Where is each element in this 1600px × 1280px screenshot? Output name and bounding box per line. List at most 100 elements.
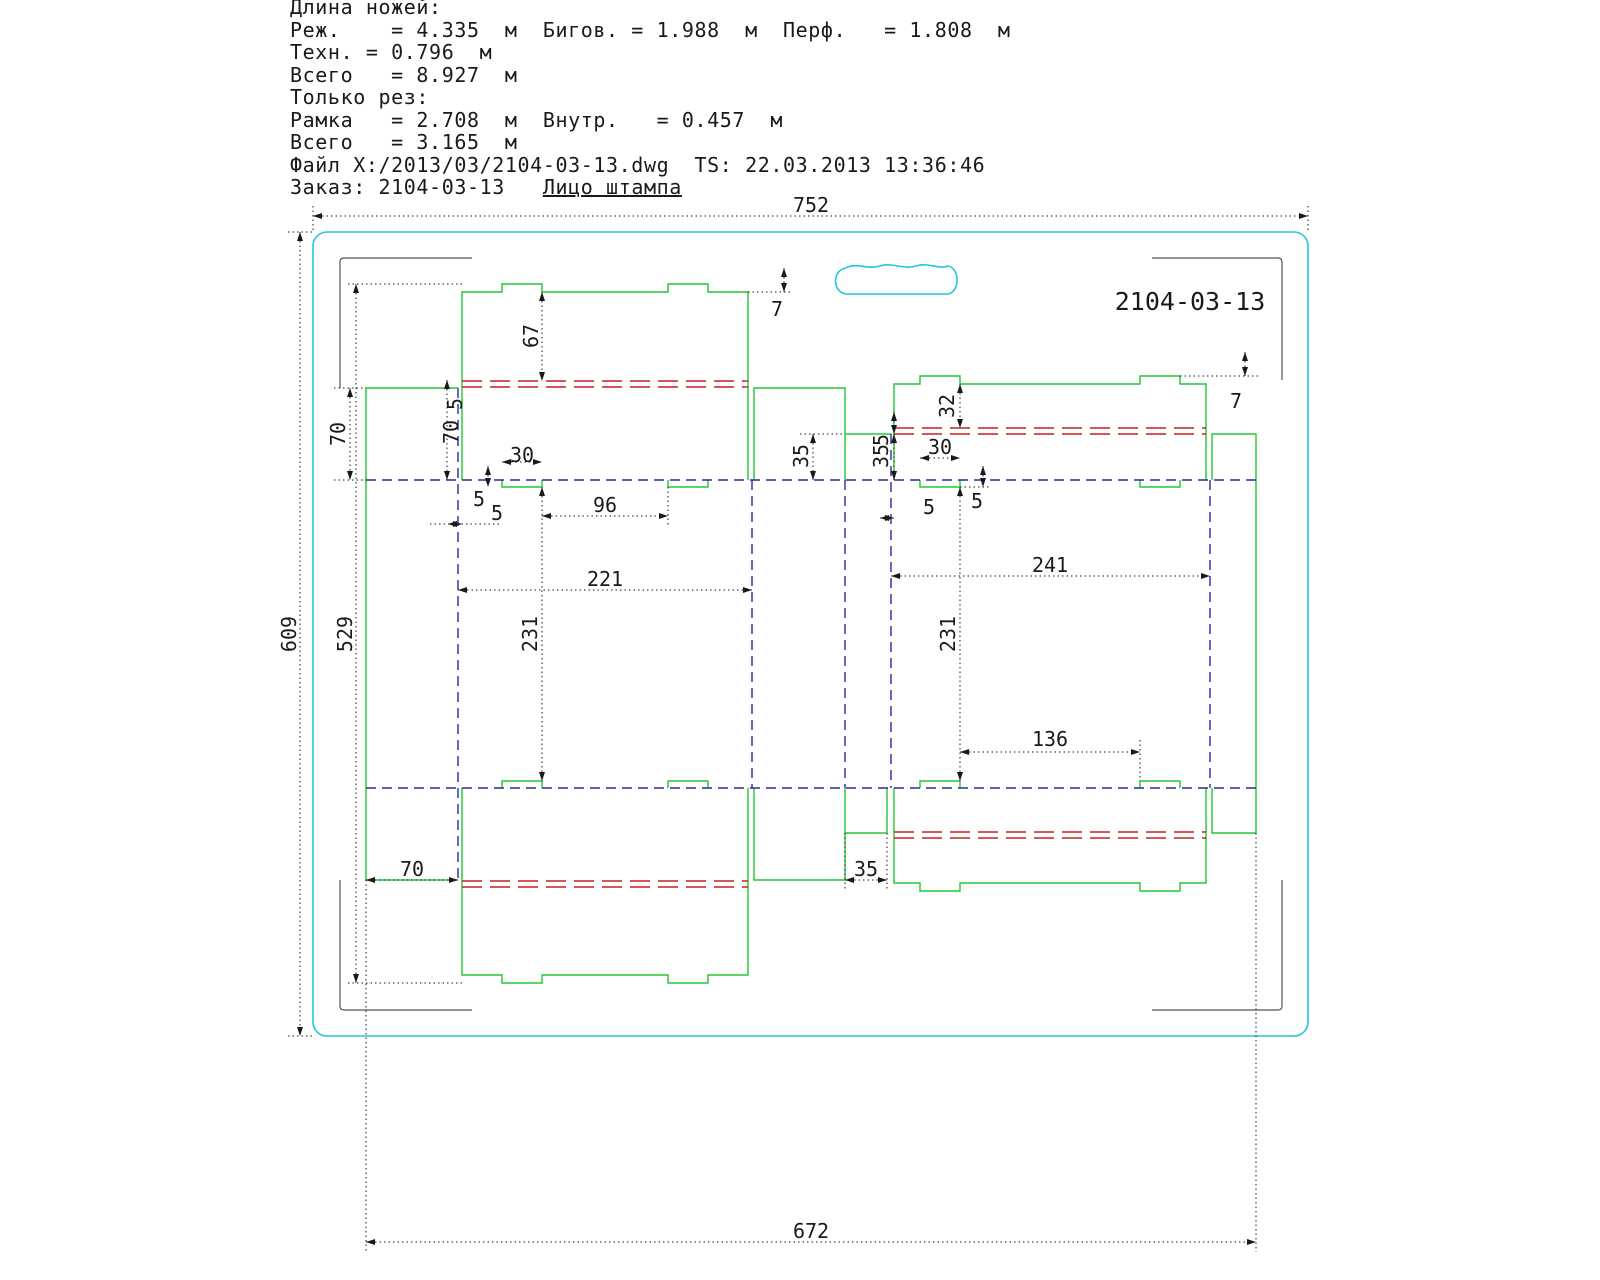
cut-path-2 bbox=[501, 480, 543, 488]
die-frame-outline bbox=[312, 231, 1309, 1037]
dim-tab-136-arrow-right bbox=[1131, 749, 1140, 755]
dim-height-231-right-arrow-top bbox=[957, 487, 963, 496]
dim-panel-221-arrow-left bbox=[458, 587, 467, 593]
dim-right-gap-7-arrow-top bbox=[1242, 352, 1248, 361]
label-right-gap-7: 7 bbox=[1230, 389, 1242, 413]
order-number: 2104-03-13 bbox=[1115, 287, 1266, 316]
label-right-32: 32 bbox=[935, 394, 959, 418]
dim-tab-30-left-arrow-left bbox=[502, 459, 511, 465]
dim-mid-35-top-arrow-top bbox=[810, 434, 816, 443]
dim-panel-221-arrow-right bbox=[743, 587, 752, 593]
dim-left-70-arrow-top bbox=[347, 388, 353, 397]
label-right-35: 35 bbox=[869, 444, 893, 468]
label-tuck-67: 67 bbox=[519, 324, 543, 348]
dim-tab-30-left-arrow-right bbox=[533, 459, 542, 465]
dim-tab-96-arrow-right bbox=[659, 513, 668, 519]
dim-tuck-67-arrow-top bbox=[539, 292, 545, 301]
dim-height-total-arrow-bottom bbox=[297, 1027, 303, 1036]
label-left-70: 70 bbox=[326, 422, 350, 446]
cut-path-11 bbox=[845, 788, 888, 834]
label-panel-241: 241 bbox=[1032, 553, 1068, 577]
dim-right-32-arrow-bottom bbox=[957, 419, 963, 428]
dim-mid-35-bottom-arrow-left bbox=[845, 877, 854, 883]
dim-right-5b-arrow-right bbox=[885, 515, 894, 521]
dim-height-231-left-arrow-top bbox=[539, 487, 545, 496]
cut-path-16 bbox=[919, 780, 961, 788]
cut-path-9 bbox=[667, 780, 709, 788]
label-mid-35-bottom: 35 bbox=[854, 857, 878, 881]
cut-path-15 bbox=[893, 788, 1207, 892]
label-tab-30-right: 30 bbox=[928, 435, 952, 459]
die-frame bbox=[312, 231, 1309, 1037]
dim-right-5a-arrow-bottom bbox=[891, 425, 897, 434]
cut-total-line: Всего = 3.165 м bbox=[290, 130, 518, 154]
cut-path-8 bbox=[501, 780, 543, 788]
frame-inner-line: Рамка = 2.708 м Внутр. = 0.457 м bbox=[290, 107, 783, 132]
cut-crease-perf-line: Реж. = 4.335 м Бигов. = 1.988 м Перф. = … bbox=[290, 17, 1011, 42]
corner-bracket-3 bbox=[339, 880, 472, 1011]
dim-height-total-arrow-top bbox=[297, 232, 303, 241]
dim-top-gap-arrow-bottom bbox=[781, 283, 787, 292]
label-panel-221: 221 bbox=[587, 567, 623, 591]
knife-length-header: Длина ножей: Реж. = 4.335 м Бигов. = 1.9… bbox=[290, 0, 1090, 199]
dim-mid-35-top-arrow-bottom bbox=[810, 471, 816, 480]
label-top-gap: 7 bbox=[771, 297, 783, 321]
cut-path-7 bbox=[461, 788, 749, 984]
dim-small-5a-arrow-bottom bbox=[485, 478, 491, 487]
dimension-lines bbox=[288, 206, 1309, 1252]
order-line: Заказ: 2104-03-13 Лицо штампа bbox=[290, 176, 1090, 199]
label-5-rot: 5 bbox=[443, 398, 467, 410]
label-tab-136: 136 bbox=[1032, 727, 1068, 751]
dim-glue-70-arrow-left bbox=[366, 877, 375, 883]
total-line: Всего = 8.927 м bbox=[290, 62, 518, 87]
label-height-left: 529 bbox=[333, 616, 357, 652]
cut-path-6 bbox=[753, 788, 846, 881]
corner-bracket-4 bbox=[1152, 880, 1283, 1011]
cut-lines bbox=[365, 283, 1257, 984]
dim-right-gap-7-arrow-bottom bbox=[1242, 367, 1248, 376]
dim-height-231-left-arrow-bottom bbox=[539, 772, 545, 781]
cut-path-13 bbox=[919, 480, 961, 488]
cut-path-17 bbox=[1139, 780, 1181, 788]
cut-path-1 bbox=[461, 283, 749, 480]
label-tab-96: 96 bbox=[593, 493, 617, 517]
dim-tab-96-arrow-left bbox=[542, 513, 551, 519]
dim-mid-35-bottom-arrow-right bbox=[878, 877, 887, 883]
die-face-link[interactable]: Лицо штампа bbox=[542, 175, 682, 199]
label-height-231-left: 231 bbox=[518, 616, 542, 652]
handle-slot bbox=[834, 264, 958, 295]
dim-height-left-arrow-bottom bbox=[353, 974, 359, 983]
dim-width-inner-arrow-left bbox=[366, 1239, 375, 1245]
dim-tab-30-right-arrow-right bbox=[951, 455, 960, 461]
label-width-total: 752 bbox=[793, 193, 829, 217]
dim-glue-70-arrow-right bbox=[449, 877, 458, 883]
dim-tab-30-right-arrow-left bbox=[920, 455, 929, 461]
dim-panel-241-arrow-right bbox=[1201, 573, 1210, 579]
label-glue-70: 70 bbox=[400, 857, 424, 881]
dim-tuck-67-arrow-bottom bbox=[539, 372, 545, 381]
label-5c: 5 bbox=[491, 501, 503, 525]
cut-path-3 bbox=[667, 480, 709, 488]
cut-only-title: Только рез: bbox=[290, 85, 430, 109]
dim-width-total-arrow-right bbox=[1299, 213, 1308, 219]
dim-right-5c-arrow-top bbox=[980, 466, 986, 475]
dim-height-left-arrow-top bbox=[353, 284, 359, 293]
dim-right-5c-arrow-bottom bbox=[980, 478, 986, 487]
perforation-lines bbox=[462, 380, 1206, 888]
cut-path-12 bbox=[893, 375, 1207, 480]
cut-path-14 bbox=[1139, 480, 1181, 488]
dim-top-gap-arrow-top bbox=[781, 268, 787, 277]
dim-right-35-arrow-top bbox=[891, 434, 897, 443]
label-mid-35-top: 35 bbox=[789, 444, 813, 468]
label-right-5c: 5 bbox=[971, 489, 983, 513]
dim-left-70b-arrow-bottom bbox=[444, 471, 450, 480]
cut-path-18 bbox=[1211, 433, 1257, 834]
crease-lines bbox=[366, 388, 1256, 880]
label-tab-30-left: 30 bbox=[510, 443, 534, 467]
cut-path-4 bbox=[365, 387, 458, 881]
dim-right-5a-arrow-top bbox=[891, 412, 897, 421]
dim-tab-136-arrow-left bbox=[960, 749, 969, 755]
dim-right-32-arrow-top bbox=[957, 384, 963, 393]
